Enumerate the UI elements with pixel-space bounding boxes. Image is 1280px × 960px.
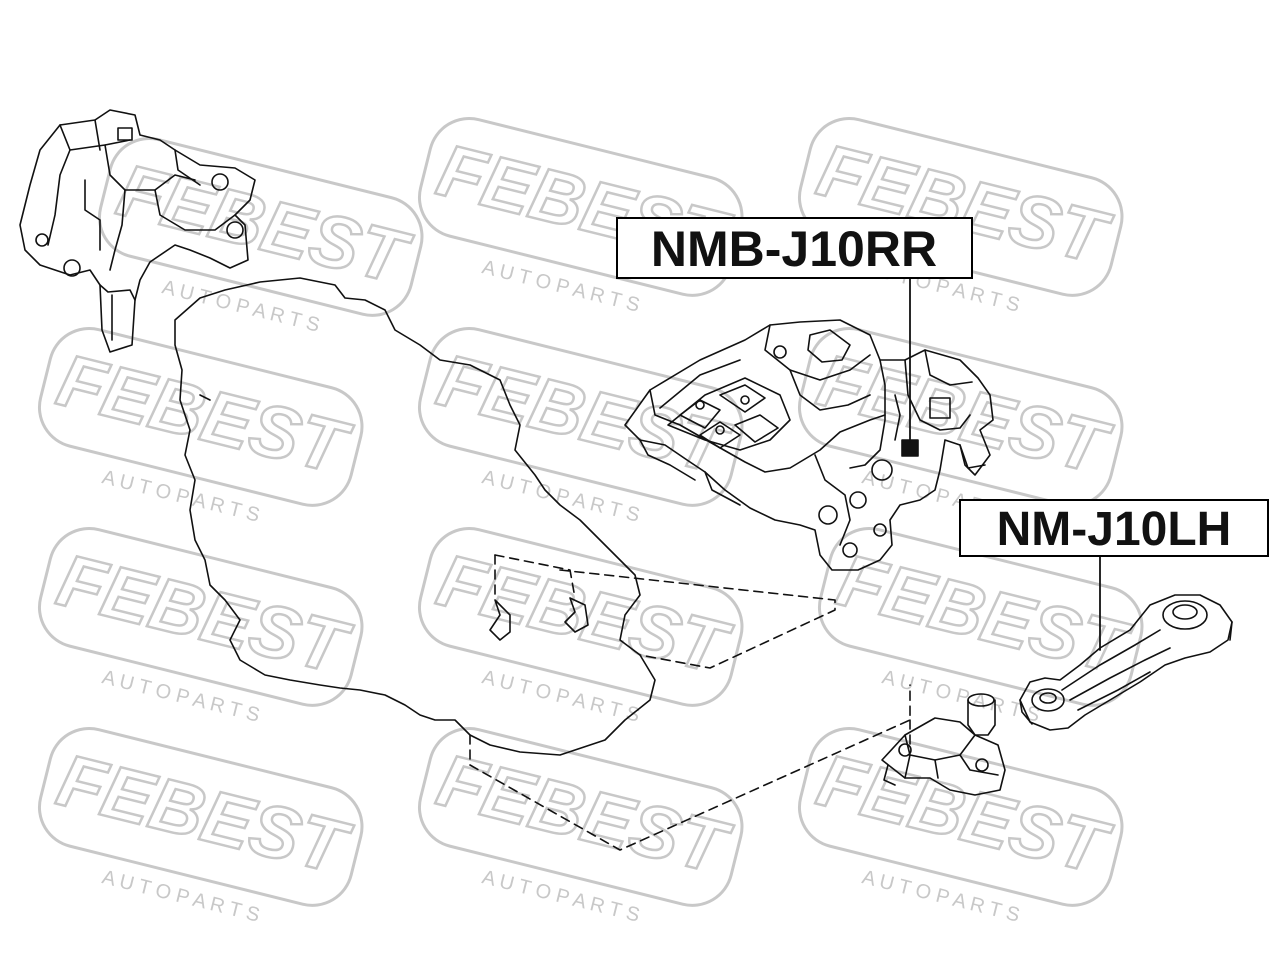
svg-text:FEBEST: FEBEST [50, 738, 359, 891]
watermark: FEBEST A U T O P A R T S [37, 726, 364, 927]
torque-rod-drawing [1019, 594, 1233, 731]
watermark: FEBEST A U T O P A R T S [417, 526, 744, 727]
bracket-drawing [881, 693, 1006, 796]
label-box-left-mount: NM-J10LH [959, 499, 1269, 557]
watermark: FEBEST A U T O P A R T S [417, 326, 744, 527]
watermark: FEBEST A U T O P A R T S [97, 136, 424, 337]
watermark: FEBEST A U T O P A R T S [417, 726, 744, 927]
dashed-guide-lines [469, 554, 911, 851]
part-number-rear-mount: NMB-J10RR [651, 221, 937, 277]
part-number-left-mount: NM-J10LH [997, 503, 1232, 556]
svg-text:FEBEST: FEBEST [110, 148, 419, 301]
engine-outline [174, 277, 656, 756]
svg-text:FEBEST: FEBEST [50, 338, 359, 491]
transmission-mount-drawing [19, 109, 256, 353]
svg-text:FEBEST: FEBEST [430, 338, 739, 491]
watermark: FEBEST A U T O P A R T S [37, 326, 364, 527]
svg-text:FEBEST: FEBEST [430, 538, 739, 691]
label-box-rear-mount: NMB-J10RR [616, 217, 973, 279]
svg-text:FEBEST: FEBEST [810, 338, 1119, 491]
watermark: FEBEST A U T O P A R T S [37, 526, 364, 727]
svg-text:FEBEST: FEBEST [430, 738, 739, 891]
